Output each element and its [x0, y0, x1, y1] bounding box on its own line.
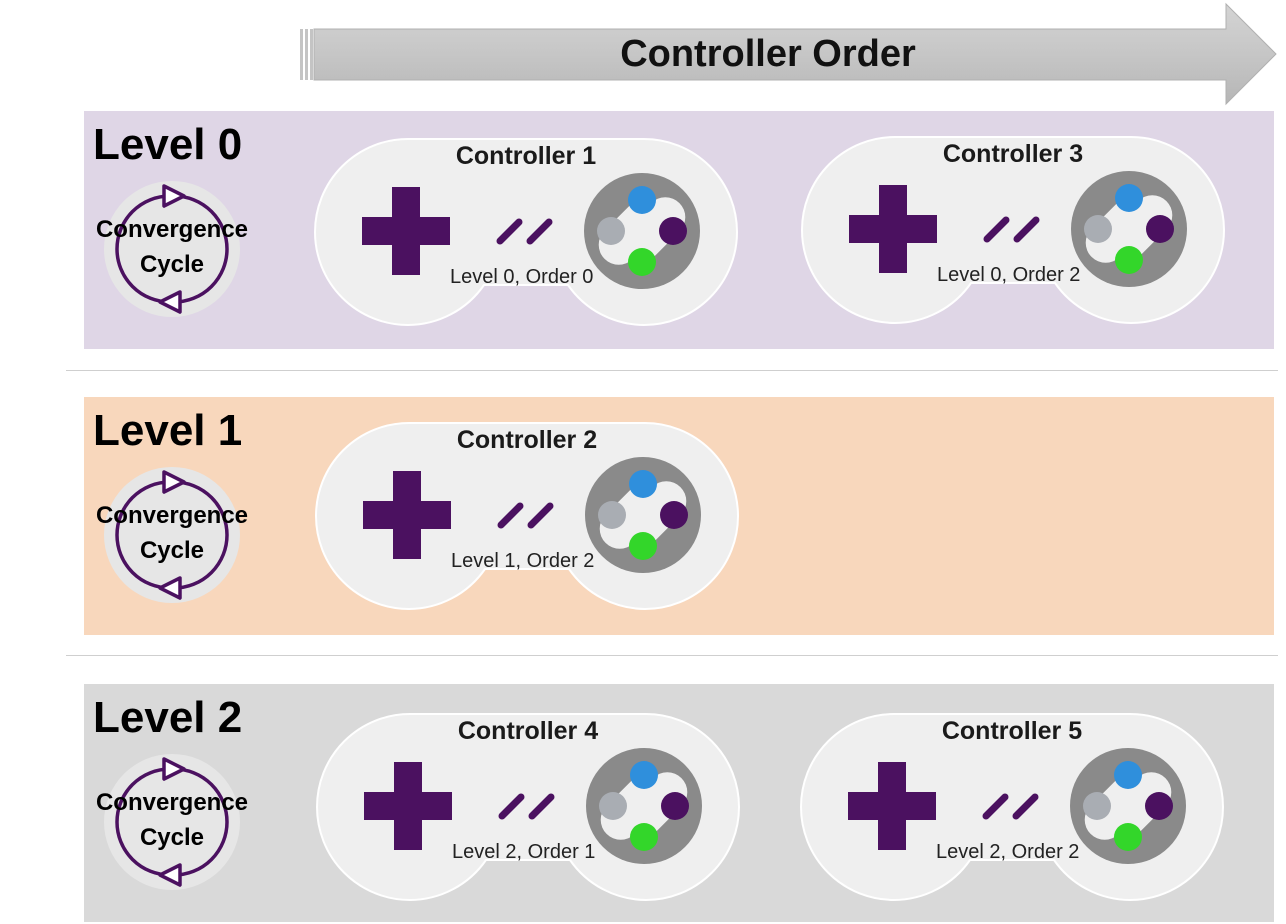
gamepad-icon	[314, 138, 738, 327]
button-blue	[629, 470, 657, 498]
dpad-icon	[363, 471, 451, 559]
controller-card: Controller 4 Level 2, Order 1	[315, 712, 741, 902]
controller-title: Controller 2	[456, 426, 598, 454]
controller-order-label: Level 0, Order 0	[450, 266, 594, 288]
button-green	[1115, 246, 1143, 274]
cycle-arrows-icon	[104, 181, 240, 317]
controller-order-title: Controller Order	[620, 33, 916, 75]
select-start-buttons	[982, 793, 1039, 820]
gamepad-icon	[801, 136, 1225, 325]
level-divider	[66, 655, 1278, 656]
button-green	[1114, 823, 1142, 851]
button-blue	[1114, 761, 1142, 789]
controller-card: Controller 3 Level 0, Order 2	[800, 135, 1226, 325]
controller-order-label: Level 0, Order 2	[937, 264, 1081, 286]
button-gray	[598, 501, 626, 529]
convergence-cycle: Convergence Cycle	[96, 752, 248, 892]
button-gray	[1083, 792, 1111, 820]
action-buttons	[584, 173, 700, 289]
level-title: Level 1	[93, 406, 243, 455]
cycle-label-line1: Convergence	[95, 502, 249, 529]
select-start-buttons	[983, 216, 1040, 243]
controller-order-label: Level 2, Order 1	[452, 841, 596, 863]
gamepad-icon	[315, 422, 739, 611]
dpad-icon	[849, 185, 937, 273]
action-buttons	[1071, 171, 1187, 287]
cycle-label-line2: Cycle	[139, 537, 205, 564]
button-green	[630, 823, 658, 851]
controller-title: Controller 1	[455, 142, 597, 170]
dpad-icon	[362, 187, 450, 275]
button-blue	[630, 761, 658, 789]
controller-title: Controller 5	[941, 717, 1083, 745]
select-start-buttons	[498, 793, 555, 820]
controller-order-label: Level 1, Order 2	[451, 550, 595, 572]
action-buttons	[585, 457, 701, 573]
controller-order-label: Level 2, Order 2	[936, 841, 1080, 863]
action-buttons	[1070, 748, 1186, 864]
cycle-label-line2: Cycle	[139, 824, 205, 851]
controller-card: Controller 2 Level 1, Order 2	[314, 421, 740, 611]
select-start-buttons	[497, 502, 554, 529]
controller-order-arrow: Controller Order	[298, 2, 1280, 106]
level-divider	[66, 370, 1278, 371]
cycle-arrows-icon	[104, 467, 240, 603]
level-title: Level 2	[93, 693, 243, 742]
right-arrow-icon	[300, 2, 1277, 106]
level-band-2: Level 2 Convergence Cycle	[84, 684, 1274, 922]
convergence-cycle: Convergence Cycle	[96, 179, 248, 319]
button-blue	[1115, 184, 1143, 212]
button-green	[629, 532, 657, 560]
controller-title: Controller 4	[457, 717, 599, 745]
button-purple	[1146, 215, 1174, 243]
cycle-arrows-icon	[104, 754, 240, 890]
level-title: Level 0	[93, 120, 243, 169]
gamepad-icon	[800, 713, 1224, 902]
controller-title: Controller 3	[942, 140, 1084, 168]
gamepad-icon	[316, 713, 740, 902]
button-blue	[628, 186, 656, 214]
cycle-label-line1: Convergence	[95, 216, 249, 243]
level-band-1: Level 1 Convergence Cycle	[84, 397, 1274, 635]
button-green	[628, 248, 656, 276]
dpad-icon	[364, 762, 452, 850]
convergence-cycle: Convergence Cycle	[96, 465, 248, 605]
button-gray	[1084, 215, 1112, 243]
button-purple	[660, 501, 688, 529]
button-purple	[661, 792, 689, 820]
controller-card: Controller 5 Level 2, Order 2	[799, 712, 1225, 902]
convergence-cycle-label: Convergence Cycle	[92, 785, 252, 855]
convergence-cycle-label: Convergence Cycle	[92, 498, 252, 568]
button-gray	[597, 217, 625, 245]
controller-card: Controller 1 Level 0, Order 0	[313, 137, 739, 327]
button-purple	[659, 217, 687, 245]
dpad-icon	[848, 762, 936, 850]
action-buttons	[586, 748, 702, 864]
level-band-0: Level 0 Convergence Cycle	[84, 111, 1274, 349]
cycle-label-line2: Cycle	[139, 251, 205, 278]
button-purple	[1145, 792, 1173, 820]
button-gray	[599, 792, 627, 820]
cycle-label-line1: Convergence	[95, 789, 249, 816]
convergence-cycle-label: Convergence Cycle	[92, 212, 252, 282]
select-start-buttons	[496, 218, 553, 245]
